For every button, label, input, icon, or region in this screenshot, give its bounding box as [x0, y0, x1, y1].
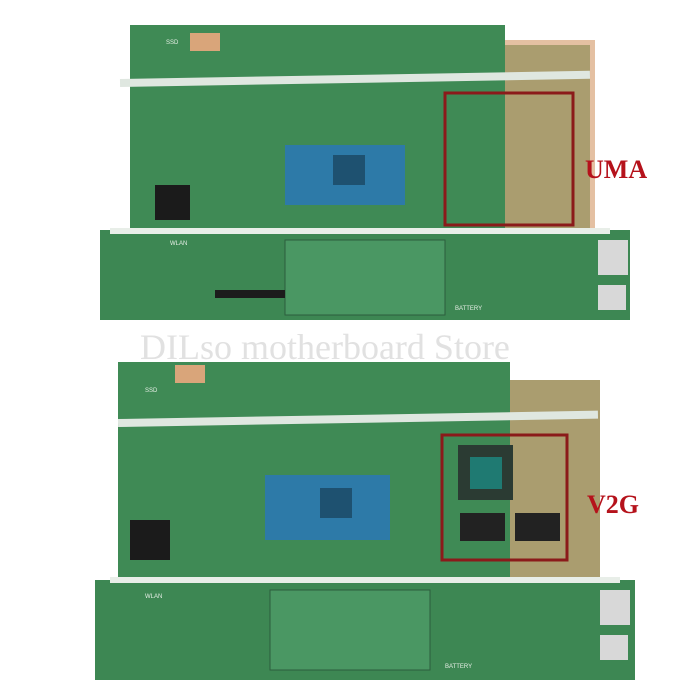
watermark: DILso motherboard Store: [140, 327, 510, 367]
uma-highlight-box: [443, 91, 575, 227]
wlan-silkscreen: WLAN: [170, 241, 187, 247]
ssd-silkscreen-2: SSD: [145, 388, 158, 394]
wlan-silkscreen-2: WLAN: [145, 594, 162, 600]
top-motherboard: SSD WLAN BATTERY: [100, 25, 630, 320]
ssd-silkscreen: SSD: [166, 40, 179, 46]
v2g-label: V2G: [587, 490, 639, 519]
v2g-highlight-box: [440, 433, 569, 562]
battery-silkscreen-2: BATTERY: [445, 664, 472, 670]
bottom-motherboard: SSD WLAN BATTERY: [95, 362, 635, 680]
battery-silkscreen: BATTERY: [455, 306, 482, 312]
uma-label: UMA: [585, 155, 648, 184]
